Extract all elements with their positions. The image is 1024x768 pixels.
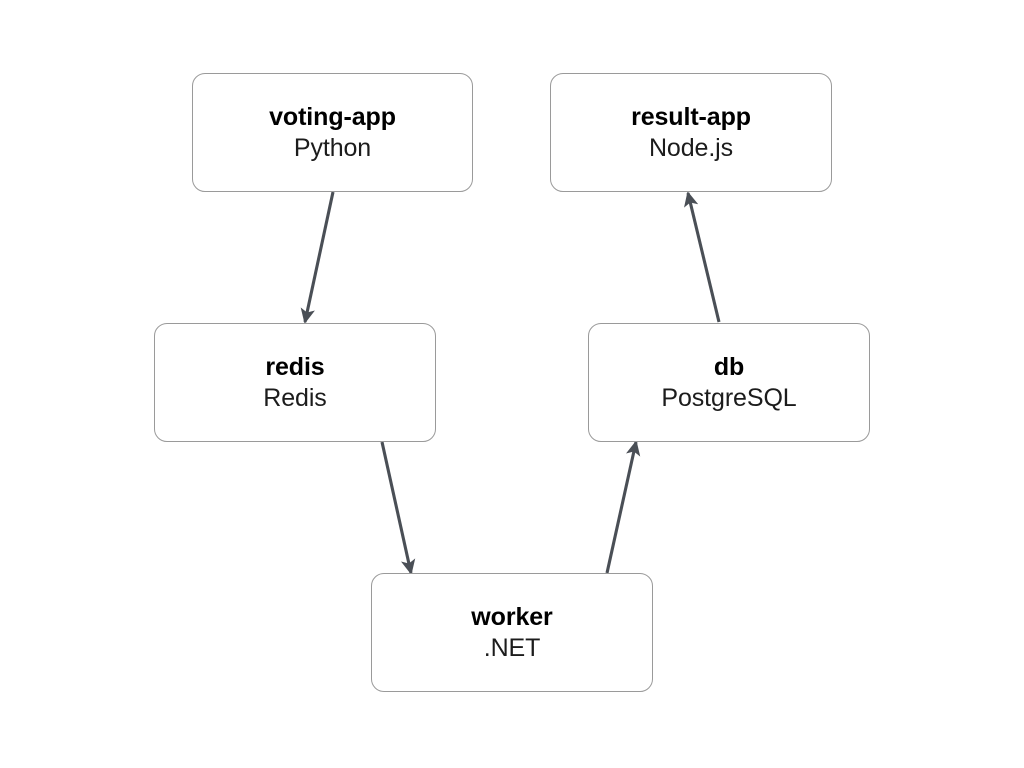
edge-voting-app-to-redis xyxy=(300,191,335,324)
node-result-app-subtitle: Node.js xyxy=(648,133,734,162)
node-db-title: db xyxy=(713,353,745,381)
node-worker-title: worker xyxy=(471,603,553,631)
node-redis-title: redis xyxy=(265,353,325,381)
node-result-app[interactable]: result-app Node.js xyxy=(550,73,832,192)
node-result-app-title: result-app xyxy=(631,103,751,131)
node-worker[interactable]: worker .NET xyxy=(371,573,653,692)
node-db-subtitle: PostgreSQL xyxy=(661,383,797,412)
node-voting-app[interactable]: voting-app Python xyxy=(192,73,473,192)
node-redis[interactable]: redis Redis xyxy=(154,323,436,442)
node-voting-app-subtitle: Python xyxy=(293,133,372,162)
edge-worker-to-db xyxy=(605,440,641,574)
node-db[interactable]: db PostgreSQL xyxy=(588,323,870,442)
edge-db-to-result-app xyxy=(684,191,721,323)
node-voting-app-title: voting-app xyxy=(269,103,396,131)
node-redis-subtitle: Redis xyxy=(263,383,327,412)
edge-redis-to-worker xyxy=(380,441,416,575)
node-worker-subtitle: .NET xyxy=(483,633,541,662)
